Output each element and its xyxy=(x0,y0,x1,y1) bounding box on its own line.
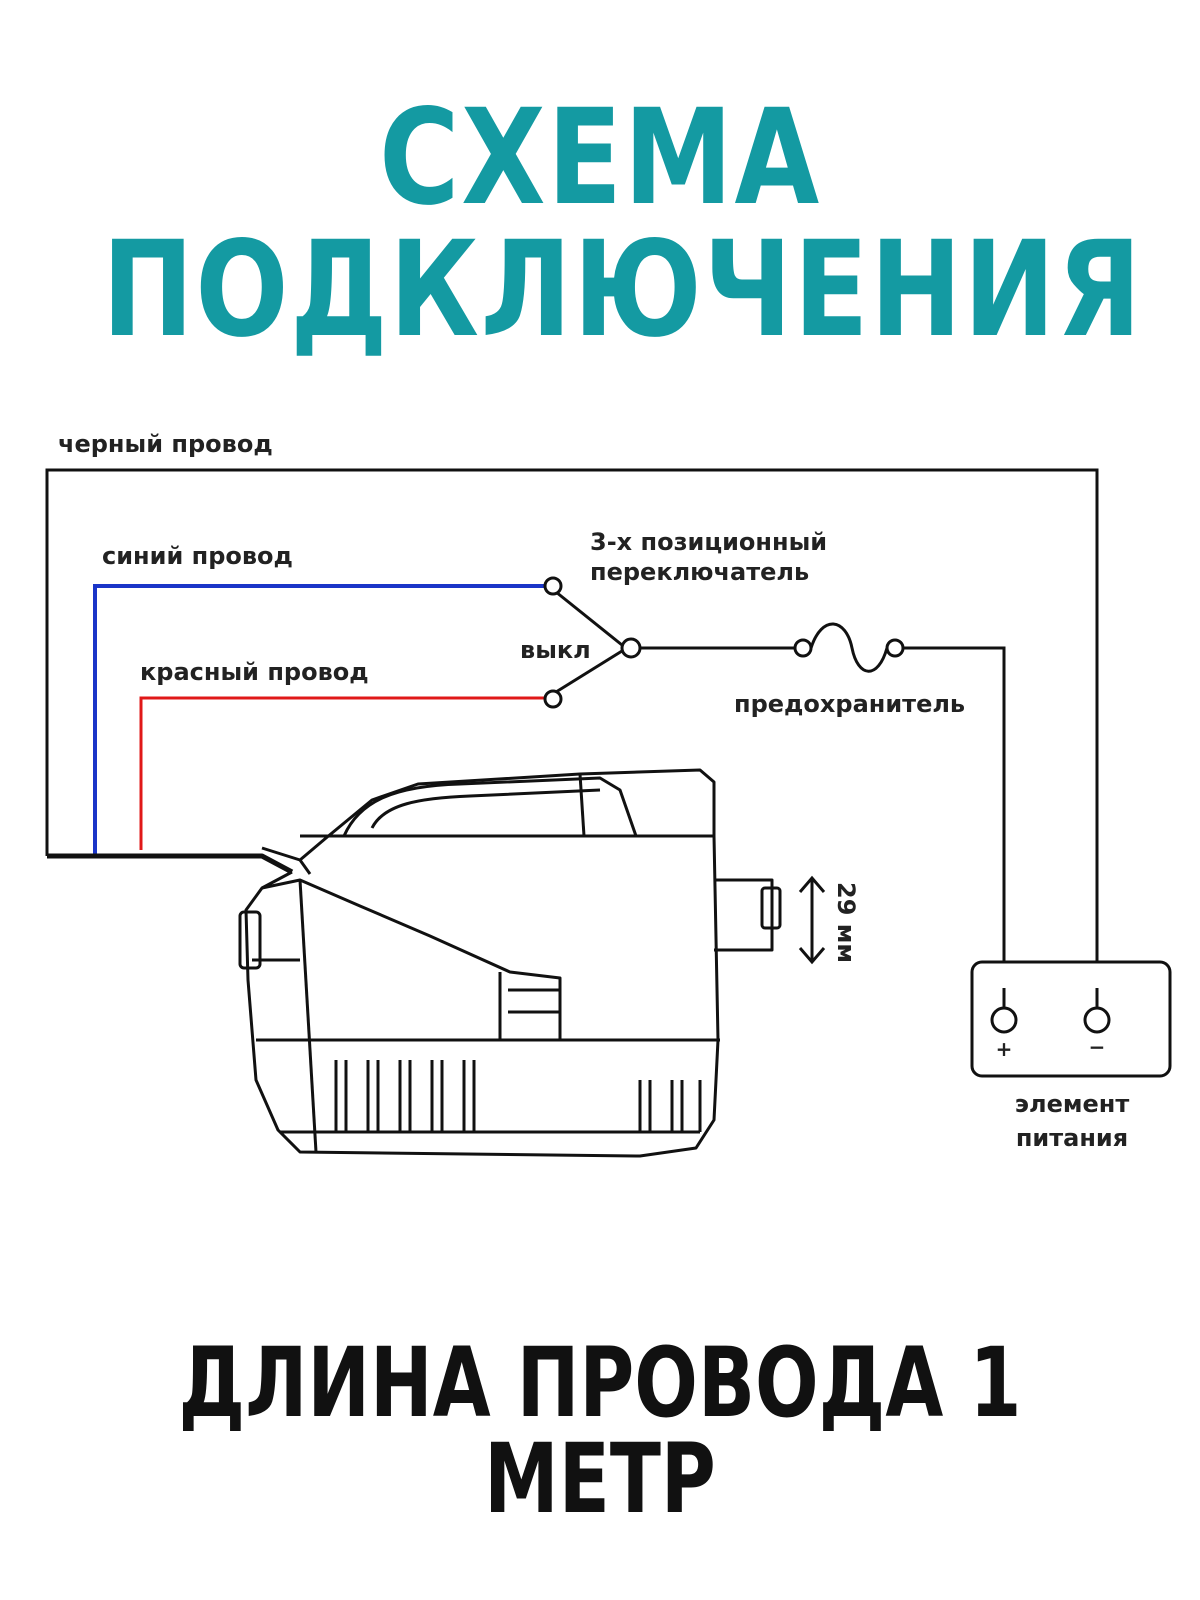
fuse-icon xyxy=(809,622,889,673)
switch-arm-lower xyxy=(555,649,623,694)
black-wire-label: черный провод xyxy=(58,430,273,458)
switch-label-line1: 3-х позиционный xyxy=(590,528,827,556)
battery-minus-sign: − xyxy=(1089,1035,1106,1059)
battery-label-line1: элемент xyxy=(1015,1090,1130,1118)
battery-label-line2: питания xyxy=(1016,1124,1128,1152)
switch-label-line2: переключатель xyxy=(590,558,809,586)
dimension-arrow xyxy=(798,875,826,965)
page-title: СХЕМА ПОДКЛЮЧЕНИЯ xyxy=(102,81,1143,367)
black-wire xyxy=(45,468,1099,988)
fuse-label: предохранитель xyxy=(734,690,965,718)
battery-box xyxy=(970,960,1172,1078)
fuse-to-battery-wire xyxy=(903,646,1006,988)
switch-arm-upper xyxy=(555,590,623,647)
battery-minus-terminal xyxy=(1083,1006,1111,1034)
dimension-label: 29 мм xyxy=(832,882,860,963)
red-wire-label: красный провод xyxy=(140,658,369,686)
blue-wire xyxy=(93,584,546,856)
fuse-terminal-right xyxy=(885,638,905,658)
switch-terminal-bottom xyxy=(543,689,563,709)
battery-plus-sign: + xyxy=(996,1037,1013,1061)
wire-length-caption: ДЛИНА ПРОВОДА 1 МЕТР xyxy=(178,1327,1022,1535)
switch-off-label: выкл xyxy=(520,636,591,664)
red-wire xyxy=(139,696,546,850)
pump-illustration xyxy=(47,768,782,1158)
switch-terminal-common xyxy=(620,637,642,659)
battery-plus-terminal xyxy=(990,1006,1018,1034)
switch-terminal-top xyxy=(543,576,563,596)
blue-wire-label: синий провод xyxy=(102,542,293,570)
fuse-terminal-left xyxy=(793,638,813,658)
